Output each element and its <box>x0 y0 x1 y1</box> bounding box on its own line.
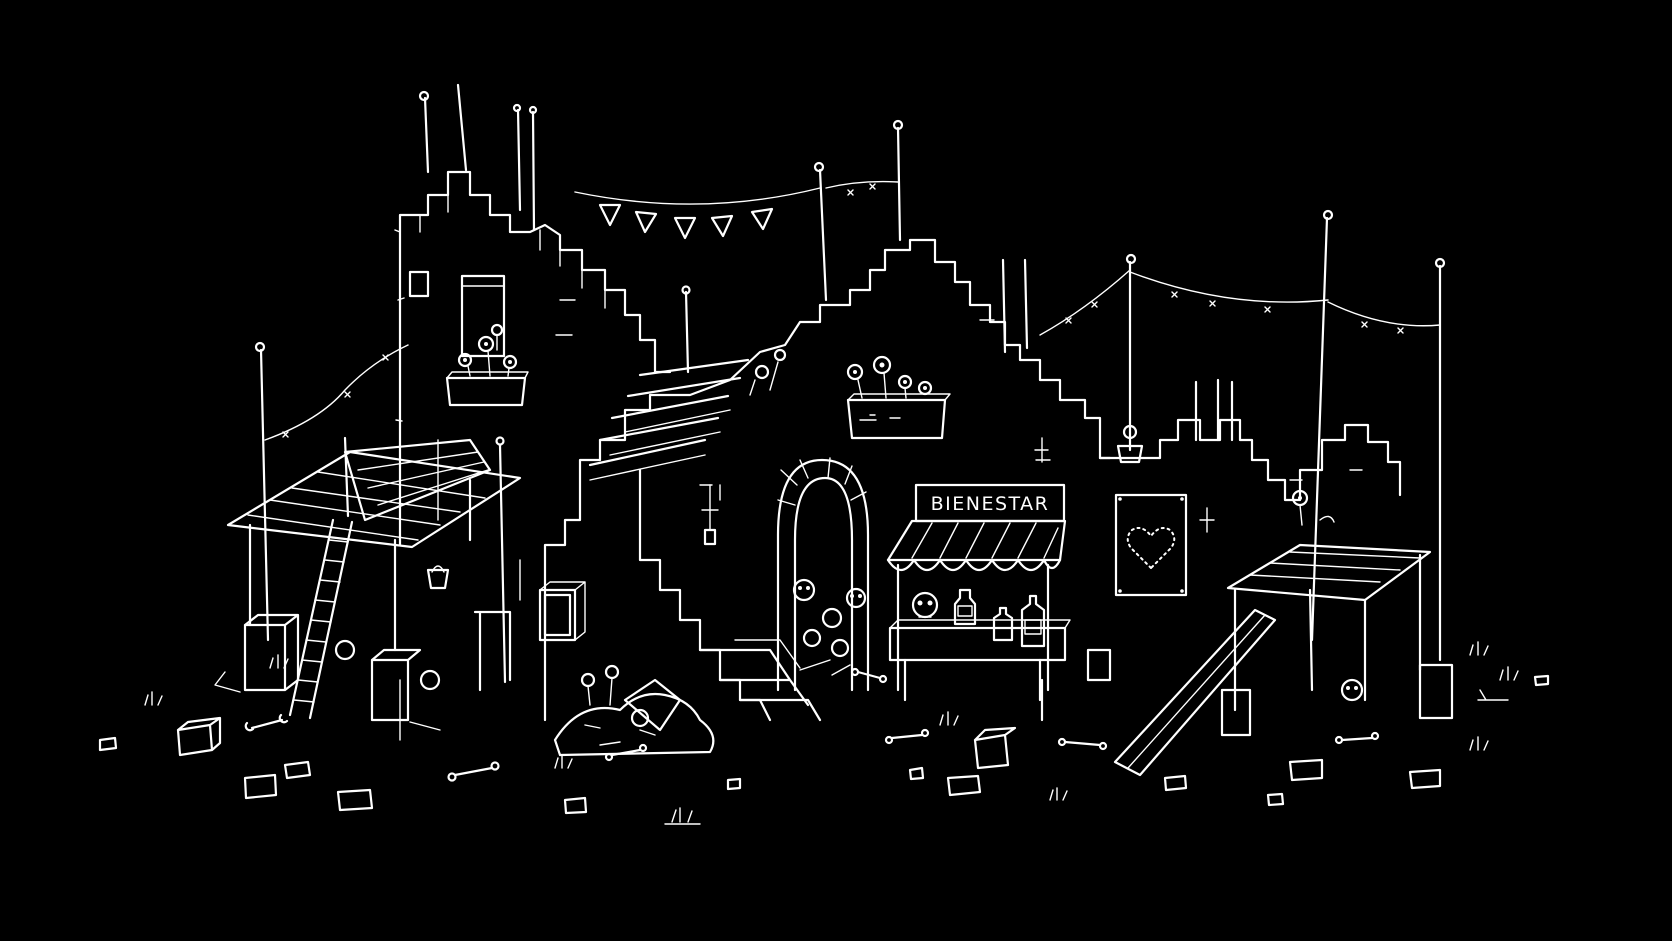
scattered-stone-blocks <box>98 674 1550 815</box>
flower-pot-right <box>1116 424 1144 464</box>
right-ruined-wall <box>1034 418 1402 722</box>
bienestar-shop-stall: BIENESTAR <box>886 483 1071 702</box>
middle-staircase-wall <box>399 238 1112 741</box>
shop-sign-board <box>914 483 1066 523</box>
bunting-flags <box>598 203 774 240</box>
window-flower-box-center <box>846 355 951 440</box>
stair-flowers <box>749 348 787 396</box>
string-lights <box>264 180 1441 441</box>
left-wooden-platform <box>214 438 522 731</box>
arched-doorway <box>776 457 870 692</box>
shop-sign-text: BIENESTAR <box>931 493 1050 515</box>
heart-poster <box>1114 493 1188 597</box>
ground-debris <box>334 639 715 757</box>
poster-frame <box>1114 493 1188 597</box>
rooftop-poles <box>254 83 1446 684</box>
grass-tufts <box>144 641 1519 825</box>
dotted-heart-icon <box>1126 527 1176 570</box>
scattered-bones <box>244 667 1380 782</box>
left-ruined-tower <box>394 170 672 590</box>
right-wooden-platform <box>1113 543 1454 777</box>
window-flower-box-left <box>445 323 529 407</box>
wooden-ladder <box>288 518 354 720</box>
